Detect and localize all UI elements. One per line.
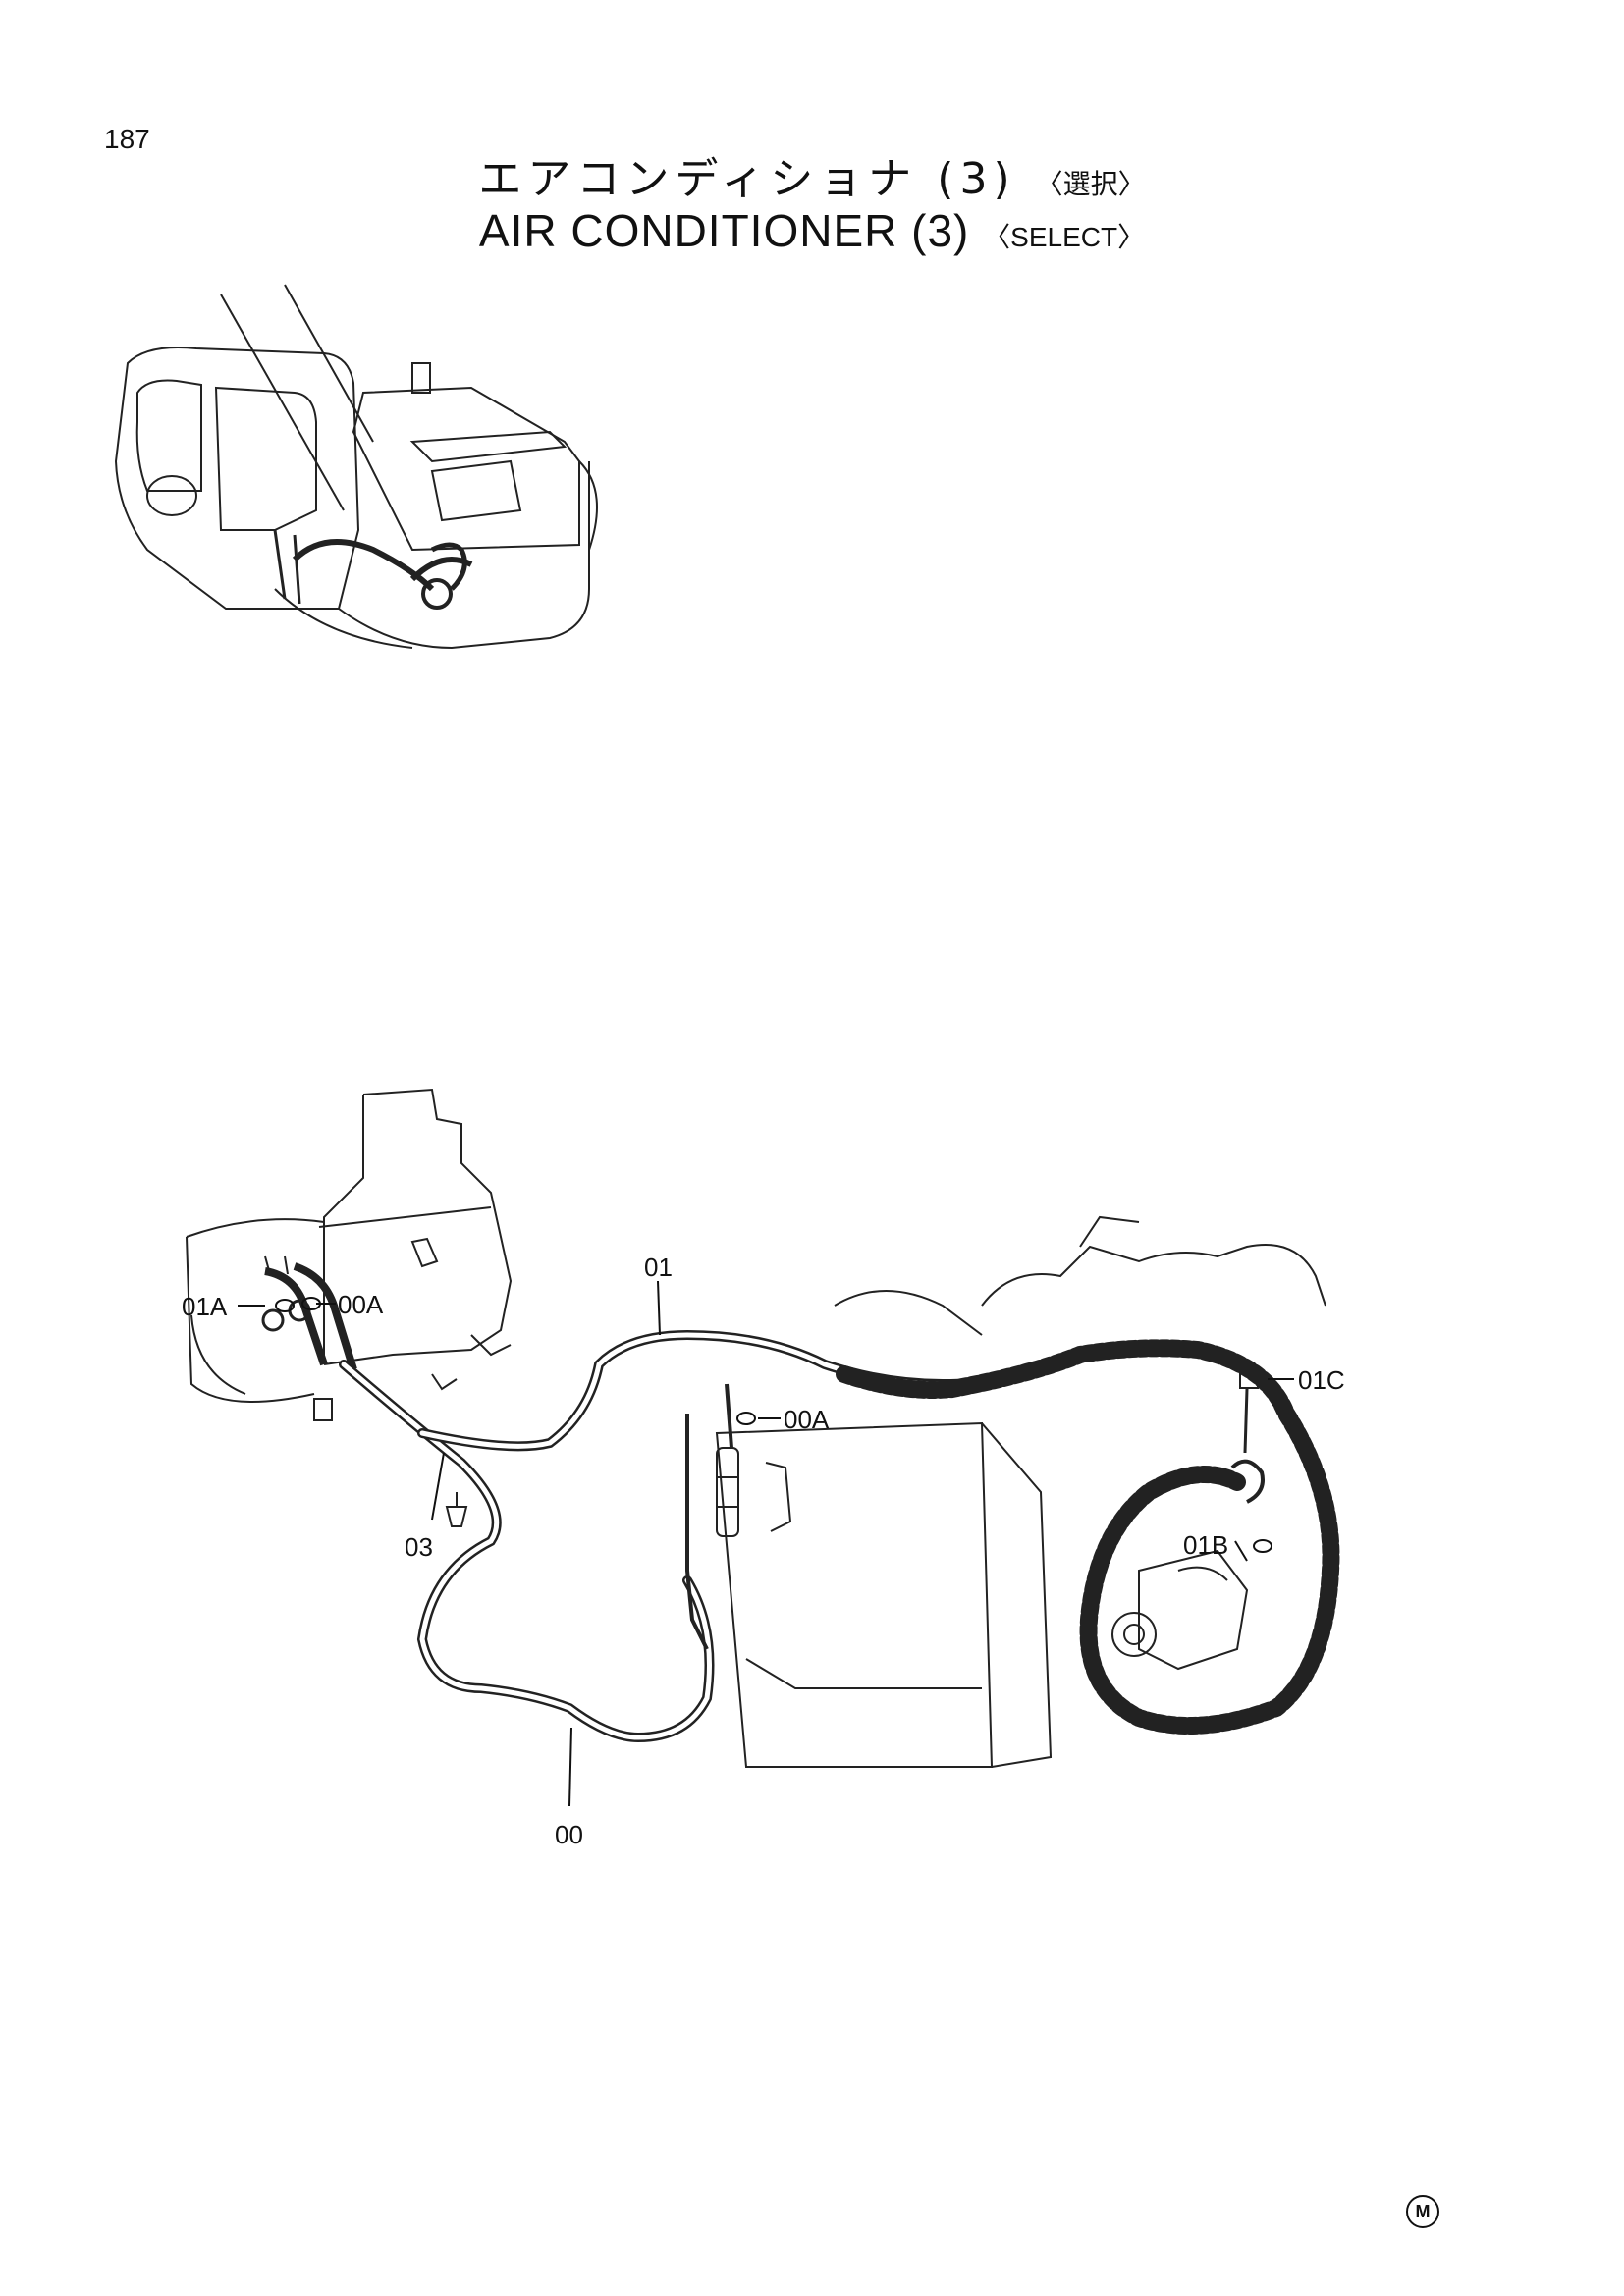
callout-03: 03 bbox=[405, 1532, 433, 1562]
title-english-tag: 〈SELECT〉 bbox=[983, 222, 1146, 252]
callout-01C: 01C bbox=[1298, 1365, 1345, 1395]
callout-00A-mid: 00A bbox=[784, 1405, 830, 1434]
callout-labels: 01A 00A 01 00A 01C 01B 03 00 bbox=[182, 1253, 1345, 1849]
title-japanese-tag: 〈選択〉 bbox=[1035, 168, 1146, 200]
main-assembly bbox=[186, 1088, 1340, 1768]
callout-01: 01 bbox=[644, 1253, 673, 1282]
title-english-text: AIR CONDITIONER (3) bbox=[478, 205, 970, 256]
callout-01A: 01A bbox=[182, 1292, 228, 1321]
leader-lines bbox=[238, 1280, 1294, 1807]
title-japanese: エアコンディショナ (3) 〈選択〉 bbox=[0, 143, 1624, 206]
page-number: 187 bbox=[104, 124, 150, 154]
title-english: AIR CONDITIONER (3) 〈SELECT〉 bbox=[0, 204, 1624, 257]
corner-mark: M bbox=[1406, 2195, 1439, 2228]
callout-00: 00 bbox=[555, 1820, 583, 1849]
title-japanese-text: エアコンディショナ (3) bbox=[478, 154, 1016, 204]
callout-00A-left: 00A bbox=[338, 1290, 384, 1319]
callout-01B: 01B bbox=[1183, 1530, 1228, 1560]
machine-overview bbox=[114, 284, 598, 650]
